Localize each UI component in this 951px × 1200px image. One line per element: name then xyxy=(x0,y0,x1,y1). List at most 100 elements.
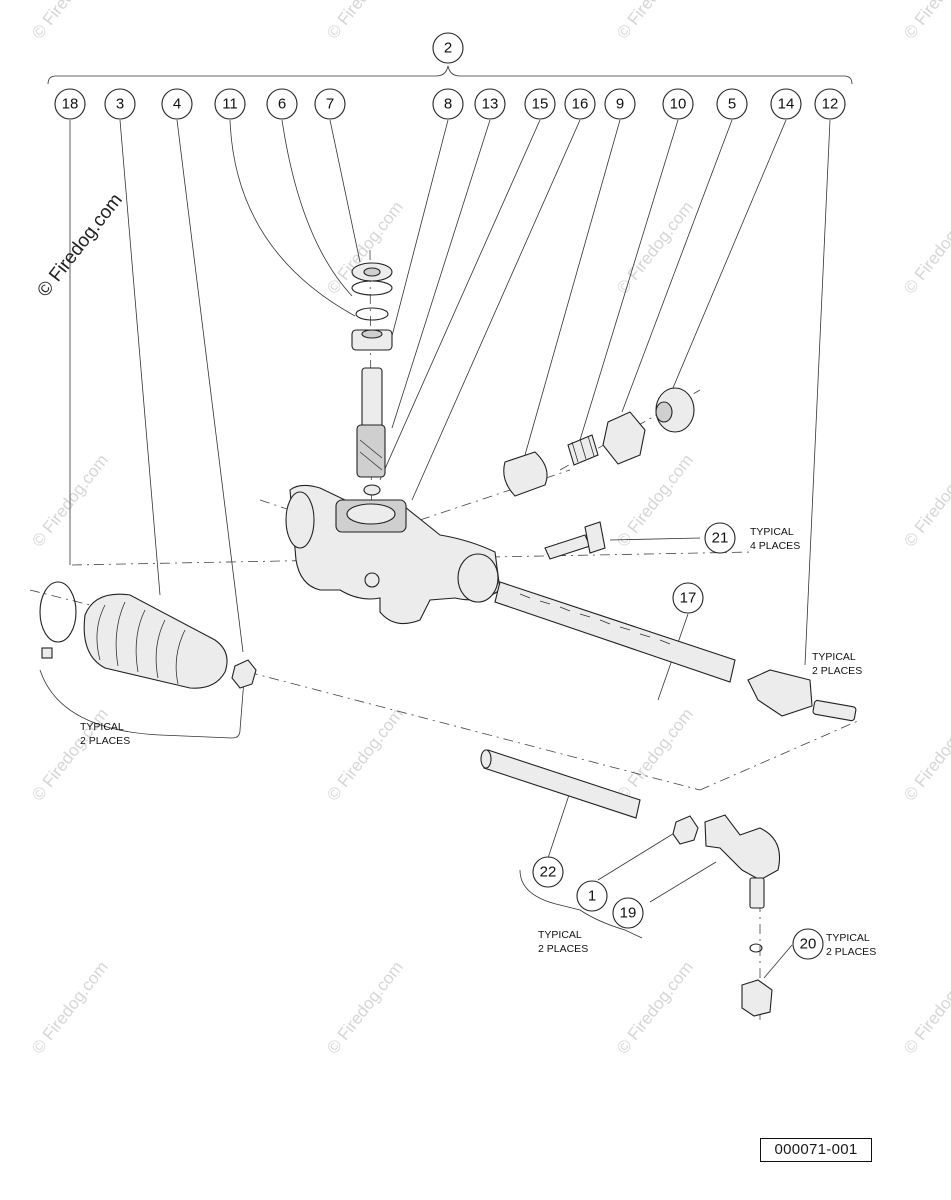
steering-rack xyxy=(494,581,736,683)
svg-text:17: 17 xyxy=(680,590,697,607)
callout-18: 18 xyxy=(54,88,86,120)
svg-text:7: 7 xyxy=(326,96,334,113)
inner-tie-rod xyxy=(747,669,813,717)
outer-tie-rod-stud xyxy=(749,877,765,909)
dust-cap-hole xyxy=(363,267,381,277)
note-typical-2-places-tie-rod-inner: TYPICAL 2 PLACES xyxy=(812,651,862,677)
svg-text:5: 5 xyxy=(728,96,736,113)
callout-10: 10 xyxy=(662,88,694,120)
boot-clamp-tab xyxy=(41,647,53,659)
svg-text:4 PLACES: 4 PLACES xyxy=(750,540,800,552)
svg-text:6: 6 xyxy=(278,96,286,113)
drawing-code-label: 000071-001 xyxy=(760,1138,872,1162)
callout-14: 14 xyxy=(770,88,802,120)
callout-13: 13 xyxy=(474,88,506,120)
note-typical-2-places-castle-nut: TYPICAL 2 PLACES xyxy=(826,932,876,958)
mounting-bolt-head xyxy=(584,521,606,554)
svg-text:1: 1 xyxy=(588,888,596,905)
svg-text:2 PLACES: 2 PLACES xyxy=(812,665,862,677)
callout-20: 20 xyxy=(792,928,824,960)
watermark: © Firedog.com xyxy=(323,705,407,805)
watermark: © Firedog.com xyxy=(323,0,407,42)
callout-4: 4 xyxy=(161,88,193,120)
watermark: © Firedog.com xyxy=(613,0,697,42)
watermark-prominent: © Firedog.com xyxy=(33,190,126,301)
watermark: © Firedog.com xyxy=(900,451,951,551)
housing-right-end xyxy=(457,553,499,603)
callout-17: 17 xyxy=(672,582,704,614)
note-typical-2-places-tie-rod: TYPICAL 2 PLACES xyxy=(538,929,588,955)
svg-text:TYPICAL: TYPICAL xyxy=(812,651,856,663)
callout-1: 1 xyxy=(576,880,608,912)
watermark: © Firedog.com xyxy=(613,705,697,805)
retaining-ring xyxy=(351,280,393,296)
svg-text:20: 20 xyxy=(800,936,817,953)
bracket-tie-rod xyxy=(519,869,643,939)
pinion-gear xyxy=(356,424,386,478)
svg-text:2 PLACES: 2 PLACES xyxy=(80,735,130,747)
jam-nut xyxy=(231,659,257,689)
callout-3: 3 xyxy=(104,88,136,120)
svg-text:13: 13 xyxy=(482,96,499,113)
castle-nut xyxy=(741,979,773,1017)
callout-21: 21 xyxy=(704,522,736,554)
svg-text:TYPICAL: TYPICAL xyxy=(538,929,582,941)
svg-text:4: 4 xyxy=(173,96,181,113)
watermark: © Firedog.com xyxy=(323,198,407,298)
callout-11: 11 xyxy=(214,88,246,120)
callout-5: 5 xyxy=(716,88,748,120)
inner-tie-rod-stud xyxy=(812,699,857,722)
cotter-washer xyxy=(749,943,763,953)
svg-text:TYPICAL: TYPICAL xyxy=(80,721,124,733)
pinion-tip xyxy=(363,484,381,496)
callout-2: 2 xyxy=(432,32,464,64)
svg-text:8: 8 xyxy=(444,96,452,113)
svg-text:10: 10 xyxy=(670,96,687,113)
svg-text:19: 19 xyxy=(620,905,637,922)
watermark: © Firedog.com xyxy=(613,198,697,298)
callout-19: 19 xyxy=(612,897,644,929)
watermark: © Firedog.com xyxy=(28,705,112,805)
tie-rod-jam-nut xyxy=(672,815,699,845)
housing-mount-hole xyxy=(364,572,380,588)
parts xyxy=(39,262,857,1017)
svg-text:2 PLACES: 2 PLACES xyxy=(826,946,876,958)
svg-text:TYPICAL: TYPICAL xyxy=(826,932,870,944)
rack-housing-port xyxy=(346,503,396,525)
watermark: © Firedog.com xyxy=(323,958,407,1058)
tie-rod xyxy=(483,749,641,819)
callout-7: 7 xyxy=(314,88,346,120)
svg-text:TYPICAL: TYPICAL xyxy=(750,526,794,538)
outer-tie-rod-end xyxy=(704,814,781,881)
svg-text:11: 11 xyxy=(222,96,238,113)
svg-text:12: 12 xyxy=(822,96,839,113)
rack-yoke xyxy=(503,451,548,497)
watermark: © Firedog.com xyxy=(900,705,951,805)
svg-text:14: 14 xyxy=(778,96,795,113)
snap-ring xyxy=(355,307,389,321)
callout-6: 6 xyxy=(266,88,298,120)
svg-text:21: 21 xyxy=(712,530,729,547)
leader-lines xyxy=(69,119,831,979)
watermark: © Firedog.com xyxy=(613,958,697,1058)
rack-teeth xyxy=(519,593,671,645)
svg-text:2: 2 xyxy=(444,40,452,57)
tie-rod-end-cap xyxy=(480,749,492,769)
watermark: © Firedog.com xyxy=(28,958,112,1058)
yoke-plug-center xyxy=(655,401,673,423)
svg-text:15: 15 xyxy=(532,96,549,113)
svg-text:9: 9 xyxy=(616,96,624,113)
callout-15: 15 xyxy=(524,88,556,120)
watermark: © Firedog.com xyxy=(900,0,951,42)
watermark: © Firedog.com xyxy=(613,451,697,551)
boot-clamp xyxy=(39,581,77,643)
callout-22: 22 xyxy=(532,856,564,888)
watermark: © Firedog.com xyxy=(28,0,112,42)
watermark-group: © Firedog.com © Firedog.com © Firedog.co… xyxy=(28,0,951,1057)
housing-left-end xyxy=(285,491,315,549)
note-typical-4-places: TYPICAL 4 PLACES xyxy=(750,526,800,552)
watermark: © Firedog.com xyxy=(900,198,951,298)
pinion-bearing-bore xyxy=(361,329,383,339)
callout-16: 16 xyxy=(564,88,596,120)
